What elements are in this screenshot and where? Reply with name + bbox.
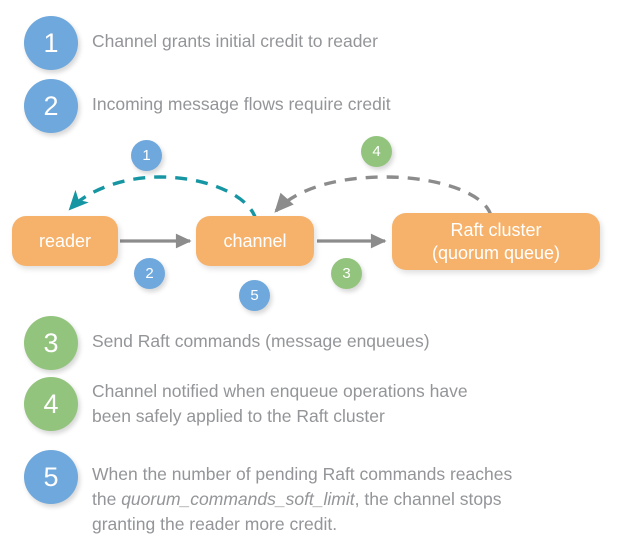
legend-label-5: When the number of pending Raft commands…	[92, 437, 617, 537]
legend-badge-4: 4	[24, 377, 78, 431]
diagram-marker-4: 4	[361, 136, 392, 167]
legend-label-3: Send Raft commands (message enqueues)	[92, 331, 430, 351]
legend-label-5-part2: , the channel stops granting the reader …	[92, 489, 502, 534]
node-channel[interactable]: channel	[196, 216, 314, 266]
diagram-marker-1: 1	[131, 140, 162, 171]
legend-badge-1: 1	[24, 16, 78, 70]
diagram-marker-2: 2	[134, 258, 165, 289]
legend-badge-2: 2	[24, 79, 78, 133]
legend-badge-5: 5	[24, 450, 78, 504]
legend-label-5-emphasis: quorum_commands_soft_limit	[121, 489, 355, 509]
node-raft-cluster[interactable]: Raft cluster (quorum queue)	[392, 213, 600, 270]
legend-badge-3: 3	[24, 316, 78, 370]
legend-label-2: Incoming message flows require credit	[92, 94, 391, 114]
legend-label-1: Channel grants initial credit to reader	[92, 31, 378, 51]
raft-to-channel-arrow	[274, 175, 493, 217]
diagram-marker-5: 5	[239, 280, 270, 311]
legend-label-4: Channel notified when enqueue operations…	[92, 381, 468, 426]
diagram-marker-3: 3	[331, 258, 362, 289]
credit-grant-arrow	[68, 175, 258, 221]
node-reader[interactable]: reader	[12, 216, 118, 266]
legend-label-5-part1: When the number of pending Raft commands…	[92, 464, 513, 509]
